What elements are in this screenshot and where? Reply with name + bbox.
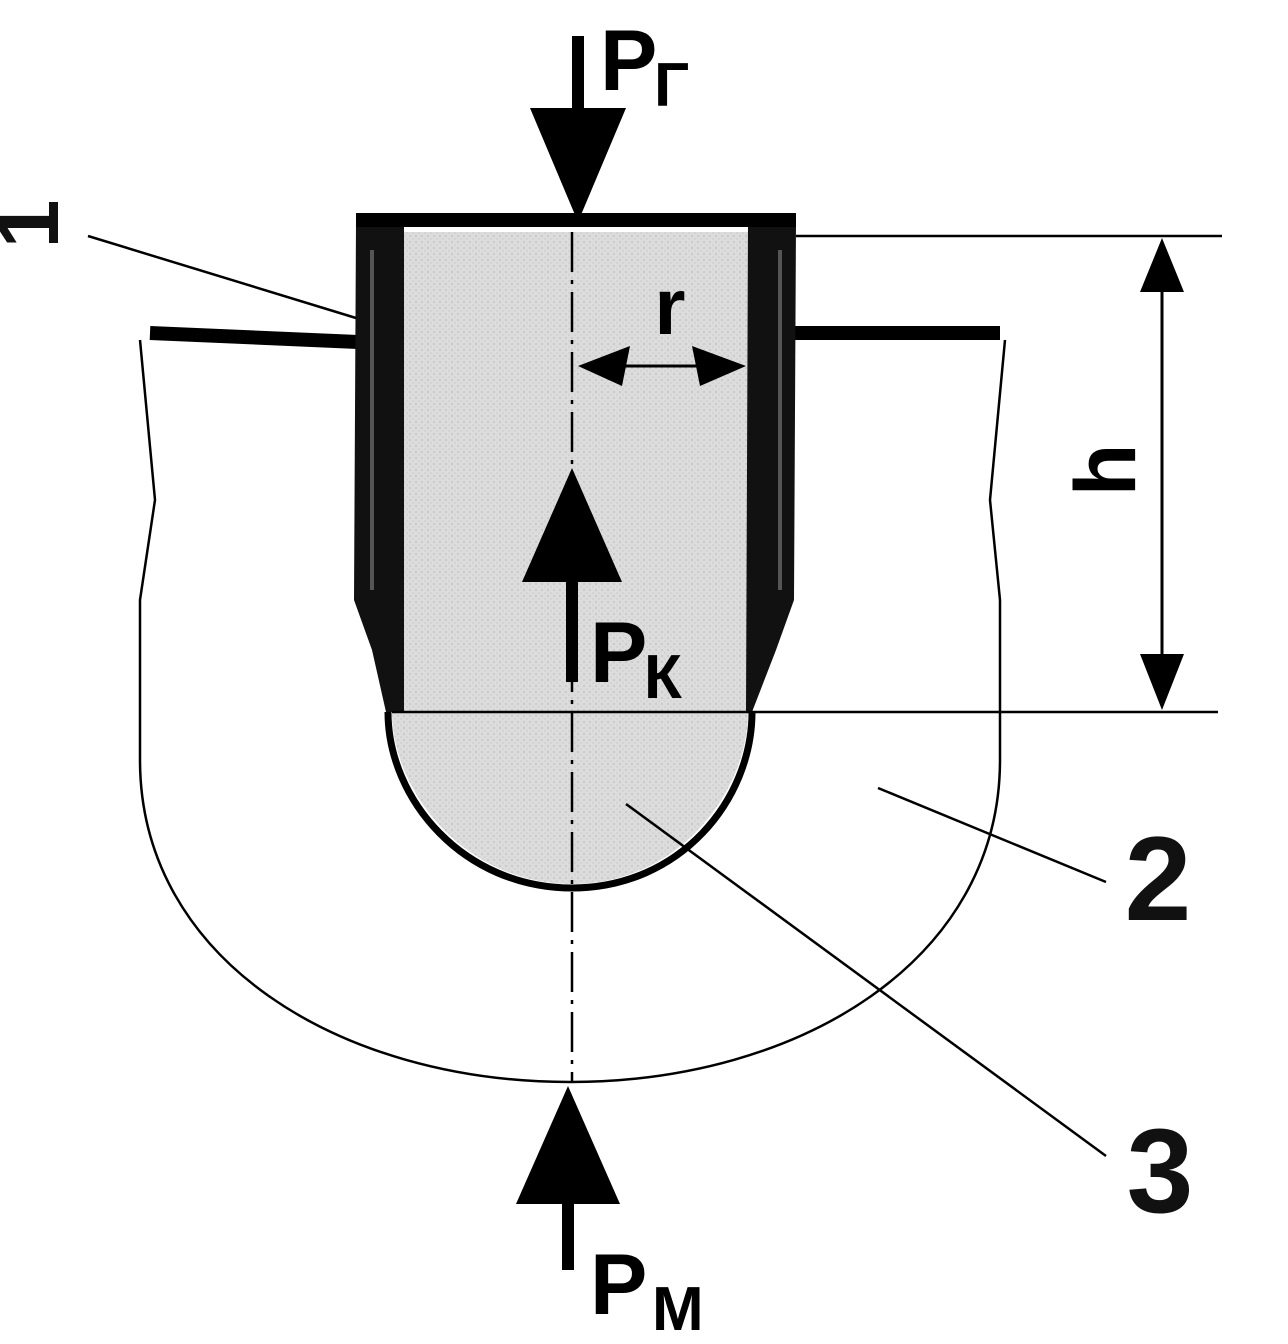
radius-label: r [654, 262, 685, 351]
radius-arrow-left [578, 346, 630, 386]
force-bottom-main: P [590, 1237, 647, 1333]
force-core-label: P [590, 605, 647, 701]
height-arrow-top [1140, 238, 1184, 292]
force-top-main: P [600, 13, 657, 109]
shell-right-wall [746, 222, 796, 712]
part-label-1: 1 [0, 200, 77, 249]
core-bottom-outline [384, 711, 756, 892]
force-core-arrowhead [522, 468, 622, 582]
shell-left-wall [354, 222, 404, 712]
force-top-label: P [600, 13, 657, 109]
force-bottom-label: P [590, 1237, 647, 1333]
outer-body-outline [138, 339, 1007, 1084]
leader-line-1 [87, 234, 357, 320]
radius-arrow-right [692, 346, 746, 386]
leader-line-3 [625, 802, 1107, 1158]
height-label: h [1058, 444, 1154, 497]
leader-line-2 [877, 786, 1107, 884]
force-top-arrowhead [530, 108, 626, 222]
force-bottom-subscript: М [652, 1275, 704, 1344]
flange-left [149, 326, 359, 349]
part-label-2: 2 [1125, 812, 1192, 946]
force-core-main: P [590, 605, 647, 701]
force-core-subscript: К [644, 643, 682, 712]
force-top-subscript: Г [654, 51, 689, 120]
height-arrow-bottom [1140, 654, 1184, 710]
force-bottom-arrowhead [516, 1086, 620, 1204]
part-label-3: 3 [1127, 1104, 1194, 1238]
